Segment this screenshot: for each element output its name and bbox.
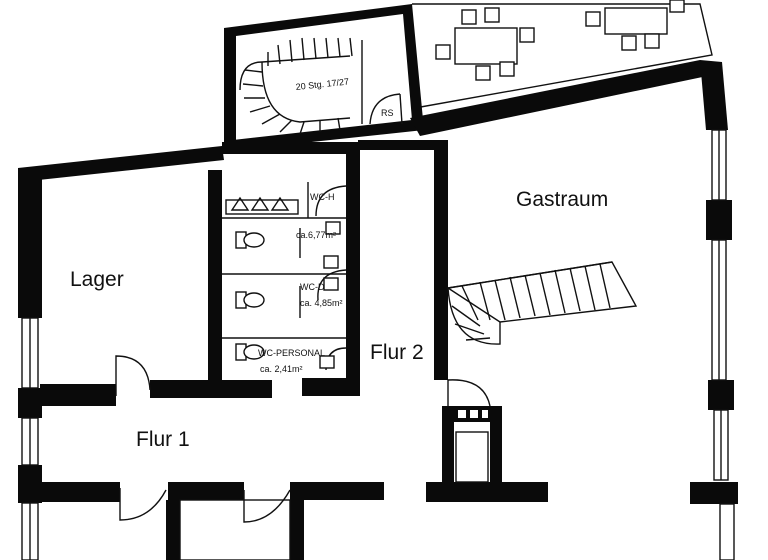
room-label-lager: Lager <box>70 268 124 291</box>
walls <box>18 60 738 560</box>
doors <box>115 185 491 523</box>
room-label-gastraum: Gastraum <box>516 188 608 211</box>
gastraum-stair <box>446 261 638 345</box>
terrace-table-2 <box>604 7 668 35</box>
terrace-furniture <box>412 0 713 109</box>
wc-h-label: WC-H <box>310 192 335 202</box>
room-label-flur2: Flur 2 <box>370 341 424 364</box>
stairwell: 20 Stg. 17/27 RS <box>224 4 424 150</box>
room-label-flur1: Flur 1 <box>136 428 190 451</box>
wc-d-area: ca. 4,85m² <box>300 298 343 308</box>
terrace-table-1 <box>454 27 518 65</box>
stair-label: 20 Stg. 17/27 <box>295 76 349 92</box>
wc-d-label: WC-D <box>300 282 325 292</box>
shaft-fixture <box>442 406 502 483</box>
wc-fixtures: WC-H ca.6,77m² WC-D ca. 4,85m² WC-PERSON… <box>222 182 346 374</box>
wc-personal-label: WC-PERSONAL <box>258 348 325 358</box>
stair-rs-label: RS <box>381 108 394 118</box>
wc-h-area: ca.6,77m² <box>296 230 336 240</box>
wc-personal-area: ca. 2,41m² <box>260 364 303 374</box>
